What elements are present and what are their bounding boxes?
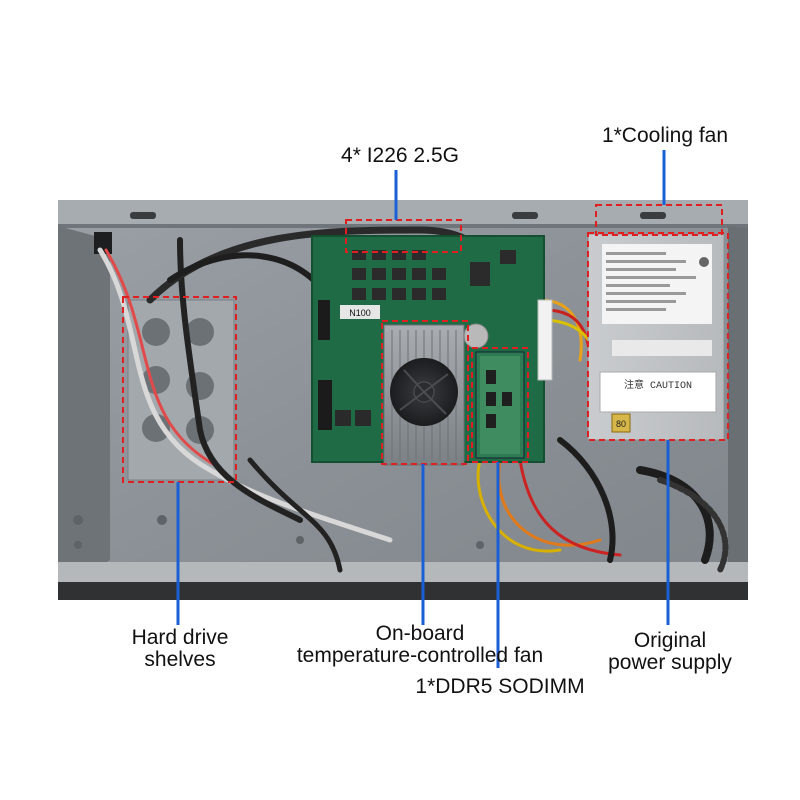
cooling-fan-label: 1*Cooling fan: [590, 125, 740, 147]
psu-80-badge: 80: [616, 419, 626, 429]
onboard-fan-line2: temperature-controlled fan: [296, 644, 544, 667]
psu-line2: power supply: [608, 651, 732, 674]
heatsink-fan: [383, 324, 465, 466]
psu-box: [587, 232, 729, 441]
psu-caution-text: 注意 CAUTION: [624, 378, 692, 392]
callout-boxes: [122, 204, 729, 483]
lan-ports-box: [345, 219, 462, 253]
hdd-shelves-line1: Hard drive: [131, 626, 229, 649]
psu-label: Original power supply: [590, 630, 750, 674]
cooling-fan-text: 1*Cooling fan: [601, 124, 729, 147]
cooling-fan-box: [595, 204, 723, 236]
hdd-shelves-label: Hard drive shelves: [100, 627, 260, 671]
lan-ports-text: 4* I226 2.5G: [341, 144, 459, 167]
sodimm-text: 1*DDR5 SODIMM: [415, 675, 585, 698]
lan-ports-label: 4* I226 2.5G: [320, 145, 480, 167]
psu-line1: Original: [633, 629, 707, 652]
sodimm-label: 1*DDR5 SODIMM: [400, 676, 600, 698]
psu: 注意 CAUTION 80: [587, 233, 725, 441]
onboard-fan-box: [381, 320, 469, 465]
cpu-mark-text: N100: [349, 308, 371, 318]
onboard-fan-line1: On-board: [375, 622, 465, 645]
hdd-shelves-line2: shelves: [144, 648, 216, 671]
sodimm-box: [471, 347, 529, 463]
sodimm-slot: [475, 351, 525, 459]
onboard-fan-label: On-board temperature-controlled fan: [270, 623, 570, 667]
leader-lines: [176, 150, 670, 668]
